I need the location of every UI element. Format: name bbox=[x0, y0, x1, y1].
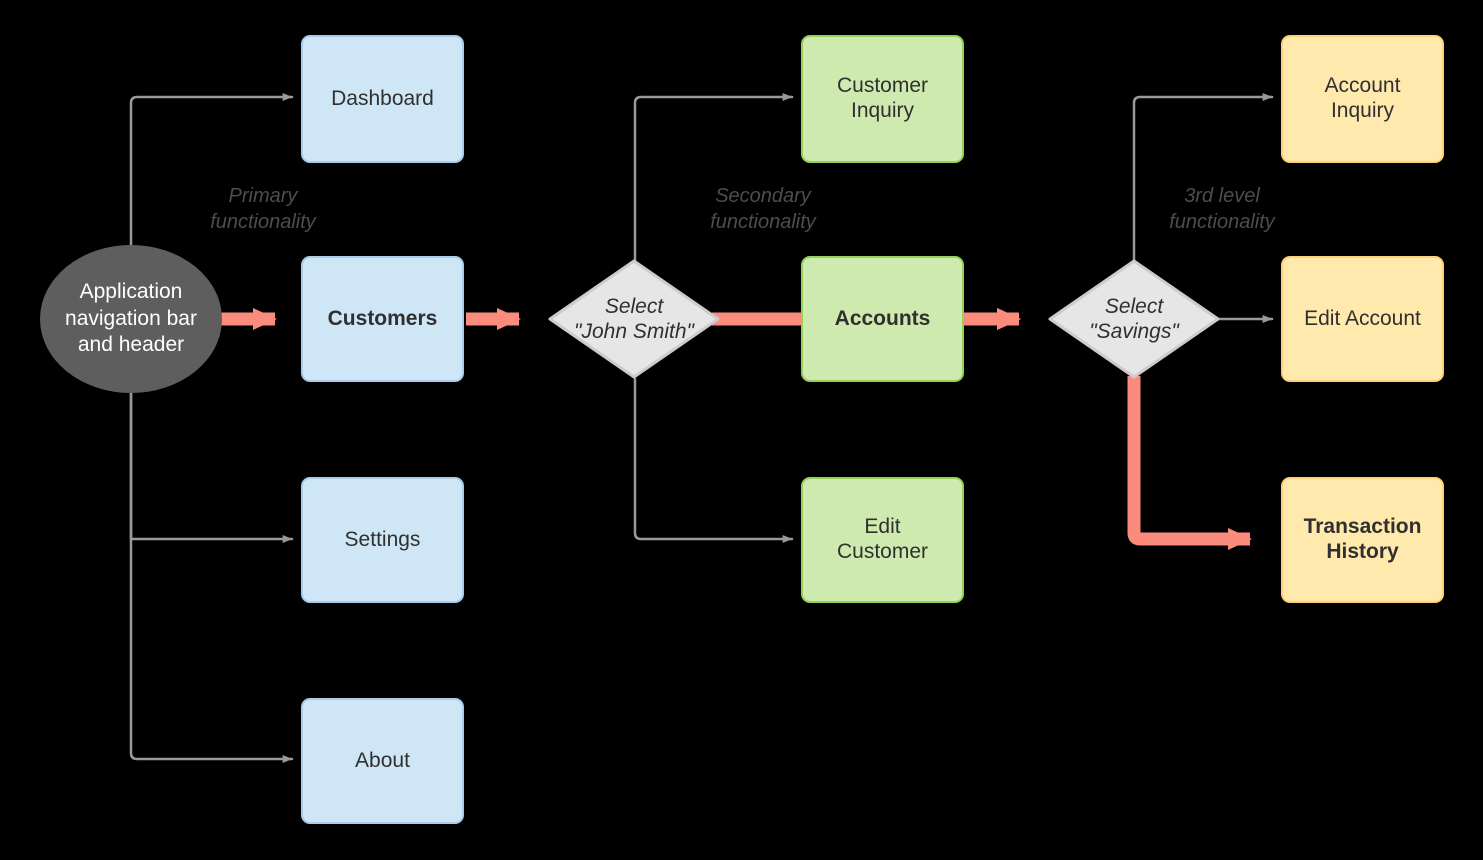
diamond-shape-savings bbox=[1048, 259, 1220, 379]
edge-select-john-smith-edit-customer bbox=[633, 377, 794, 543]
node-label-edit-account: Edit Account bbox=[1304, 306, 1421, 330]
edge-select-savings-transaction-history bbox=[1127, 376, 1252, 550]
annotation-secondary-functionality: Secondary functionality bbox=[710, 185, 816, 233]
annotation-primary-functionality: Primary functionality bbox=[210, 185, 316, 233]
node-select-savings[interactable]: Select "Savings" bbox=[1048, 259, 1220, 379]
node-label-customers: Customers bbox=[327, 306, 438, 330]
node-edit-account[interactable]: Edit Account bbox=[1281, 256, 1444, 382]
edge-select-savings-account-inquiry bbox=[1132, 93, 1274, 265]
diamond-shape-john-smith bbox=[548, 259, 720, 379]
edge-root-about bbox=[129, 378, 294, 763]
edge-root-settings bbox=[129, 378, 294, 543]
edge-select-john-smith-customer-inquiry bbox=[633, 93, 794, 262]
node-label-transaction-history: Transaction History bbox=[1303, 515, 1422, 563]
node-label-root: Application navigation bar and header bbox=[65, 279, 197, 357]
node-settings[interactable]: Settings bbox=[301, 477, 464, 603]
node-transaction-history[interactable]: Transaction History bbox=[1281, 477, 1444, 603]
node-label-settings: Settings bbox=[344, 527, 421, 551]
node-customers[interactable]: Customers bbox=[301, 256, 464, 382]
node-select-john-smith[interactable]: Select "John Smith" bbox=[548, 259, 720, 379]
node-about[interactable]: About bbox=[301, 698, 464, 824]
node-label-accounts: Accounts bbox=[834, 306, 931, 330]
node-dashboard[interactable]: Dashboard bbox=[301, 35, 464, 163]
node-account-inquiry[interactable]: Account Inquiry bbox=[1281, 35, 1444, 163]
node-edit-customer[interactable]: Edit Customer bbox=[801, 477, 964, 603]
node-accounts[interactable]: Accounts bbox=[801, 256, 964, 382]
node-label-select-savings: Select "Savings" bbox=[1089, 294, 1179, 343]
node-label-dashboard: Dashboard bbox=[331, 86, 434, 110]
node-label-customer-inquiry: Customer Inquiry bbox=[836, 74, 929, 122]
annotation-3rd-level-functionality: 3rd level functionality bbox=[1169, 185, 1275, 233]
node-label-about: About bbox=[355, 748, 410, 772]
node-application-navigation-bar-and-header[interactable]: Application navigation bar and header bbox=[40, 245, 222, 393]
node-label-edit-customer: Edit Customer bbox=[836, 515, 929, 563]
node-label-select-john-smith: Select "John Smith" bbox=[574, 294, 694, 343]
node-customer-inquiry[interactable]: Customer Inquiry bbox=[801, 35, 964, 163]
node-label-account-inquiry: Account Inquiry bbox=[1324, 74, 1401, 122]
